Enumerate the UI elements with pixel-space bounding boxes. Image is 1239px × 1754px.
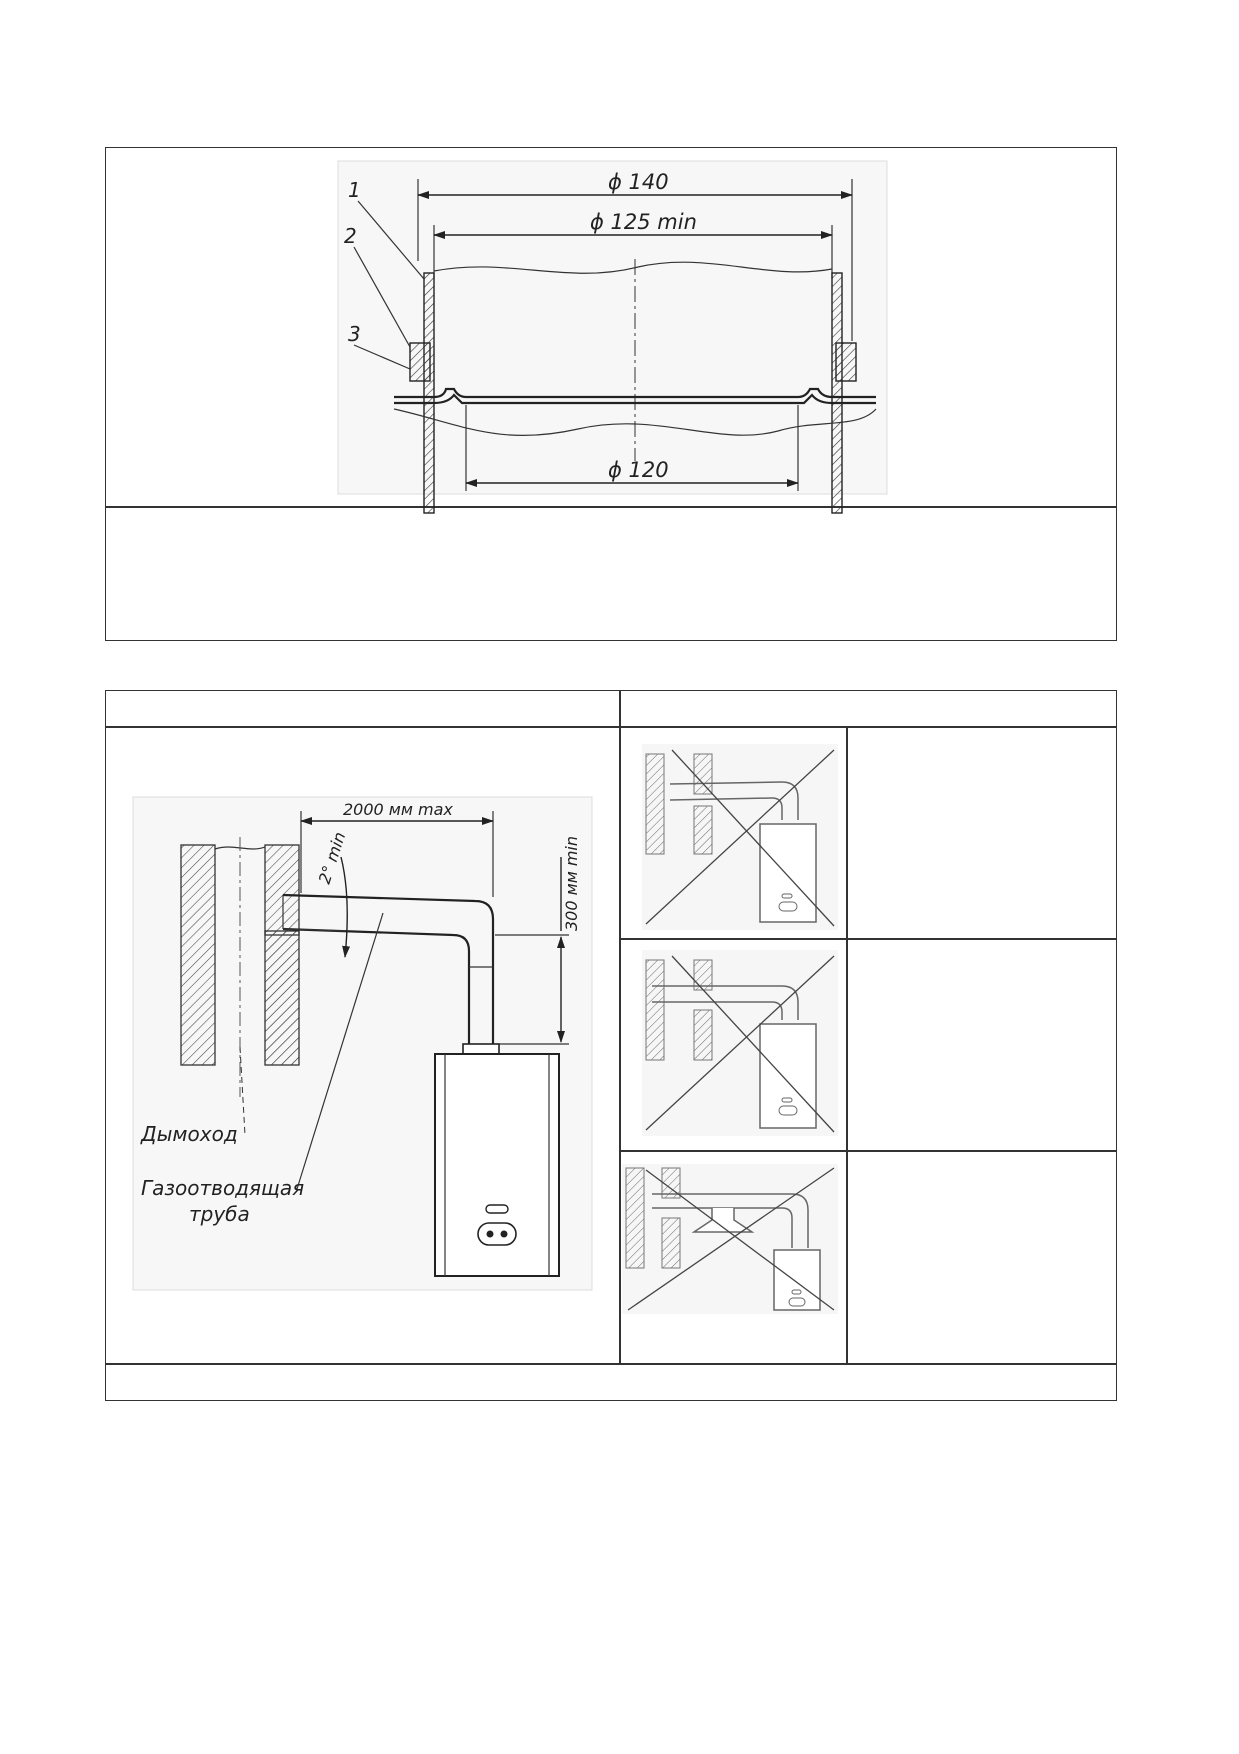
- dim-outer-diameter: ϕ 140: [608, 170, 669, 194]
- incorrect-installation-example-1: [642, 744, 838, 930]
- chimney-connection-section-drawing: ϕ 140 ϕ 125 min ϕ 120 1 2 3: [337, 160, 888, 514]
- dim-inner-diameter: ϕ 125 min: [590, 210, 697, 234]
- label-chimney: Дымоход: [140, 1122, 238, 1146]
- figure-1-table: [105, 147, 1117, 641]
- right-column-row-divider-2: [619, 1150, 1117, 1152]
- header-row-divider: [105, 726, 1117, 728]
- footer-row-divider: [105, 1363, 1117, 1365]
- callout-3: 3: [348, 322, 361, 346]
- dim-min-vertical-section: 300 мм min: [562, 836, 581, 931]
- incorrect-installation-example-3: [622, 1164, 838, 1314]
- right-column-row-divider-1: [619, 938, 1117, 940]
- callout-2: 2: [344, 224, 357, 248]
- label-flue-pipe-line2: труба: [189, 1202, 250, 1226]
- dim-max-horizontal-length: 2000 мм max: [343, 800, 453, 819]
- column-divider-2: [846, 726, 848, 1363]
- label-flue-pipe-line1: Газоотводящая: [141, 1176, 304, 1200]
- dim-bottom-diameter: ϕ 120: [608, 458, 669, 482]
- figure-1-table-divider: [105, 506, 1117, 508]
- flue-pipe-installation-drawing: 2000 мм max 2° min 300 мм min Дымоход Га…: [132, 796, 593, 1291]
- incorrect-installation-example-2: [642, 950, 838, 1136]
- figure-2-table: [105, 690, 1117, 1401]
- callout-1: 1: [348, 178, 361, 202]
- column-divider-1: [619, 690, 621, 1363]
